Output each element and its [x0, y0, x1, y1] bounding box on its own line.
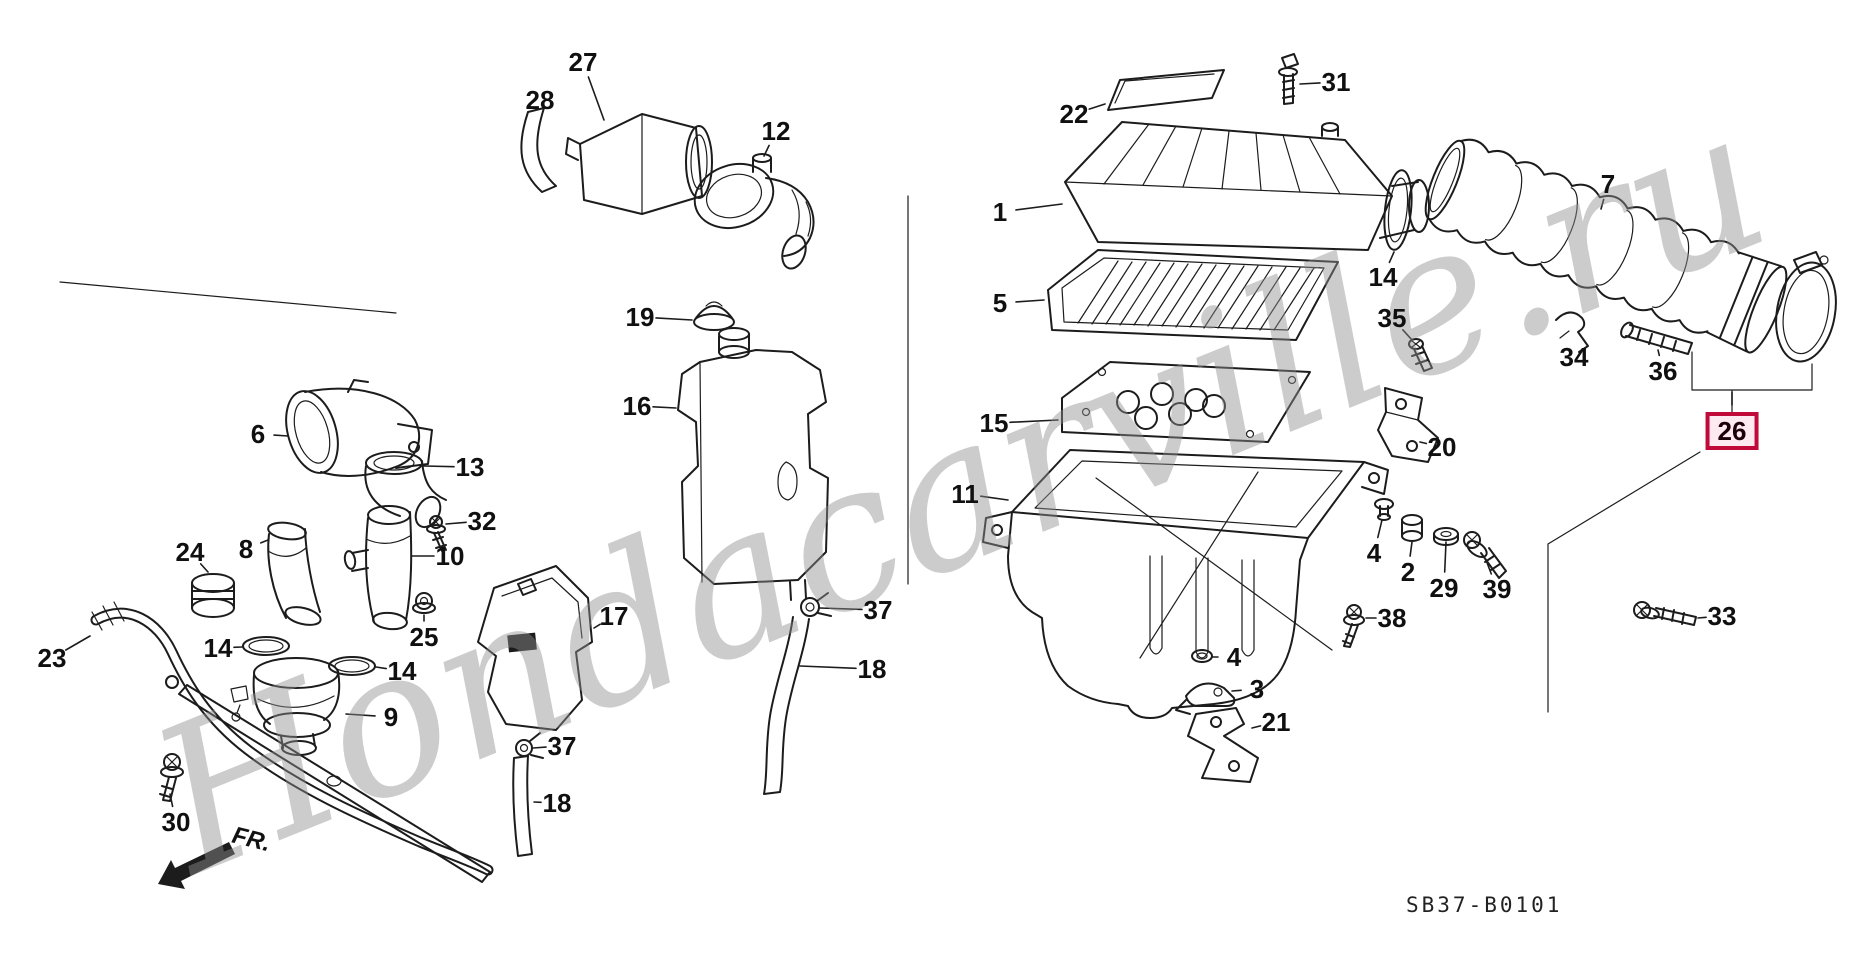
part-label-35[interactable]: 35: [1377, 303, 1407, 333]
part-3-clamp: [1175, 682, 1236, 715]
part-33-bolt: [1633, 601, 1697, 626]
part-label-33[interactable]: 33: [1707, 601, 1737, 631]
part-27-air-duct: [565, 113, 713, 215]
part-31-bolt: [1278, 53, 1299, 105]
part-label-4[interactable]: 4: [1226, 642, 1242, 672]
part-18-drain-tube: [512, 755, 533, 857]
part-label-12[interactable]: 12: [761, 116, 791, 146]
part-label-6[interactable]: 6: [250, 419, 266, 449]
part-14-oring: [328, 656, 376, 676]
part-25-grommet: [412, 592, 436, 614]
part-7-air-intake-hose: [1424, 138, 1788, 354]
part-label-39[interactable]: 39: [1482, 574, 1512, 604]
part-14-oring: [1383, 169, 1413, 251]
part-label-9[interactable]: 9: [383, 702, 399, 732]
part-29-washer: [1433, 527, 1459, 546]
part-label-30[interactable]: 30: [161, 807, 191, 837]
part-16-resonator-tank: [677, 327, 829, 601]
part-label-7[interactable]: 7: [1600, 169, 1616, 199]
part-label-20[interactable]: 20: [1427, 432, 1457, 462]
part-39-bolt: [1463, 531, 1507, 579]
part-22-seal-strip: [1107, 69, 1225, 111]
part-28-band: [520, 107, 557, 193]
part-38-bolt: [1342, 604, 1365, 648]
part-13-elbow-tube: [364, 451, 447, 529]
part-label-31[interactable]: 31: [1321, 67, 1351, 97]
part-5-filter-element: [1047, 249, 1339, 341]
part-label-28[interactable]: 28: [525, 85, 555, 115]
leader-lines: [65, 76, 1733, 808]
part-26-hose-clamp: [1775, 251, 1837, 363]
part-label-37[interactable]: 37: [863, 595, 893, 625]
part-label-1[interactable]: 1: [992, 197, 1008, 227]
part-label-18[interactable]: 18: [857, 654, 887, 684]
frame-lines: [59, 195, 1701, 713]
part-label-3[interactable]: 3: [1249, 674, 1265, 704]
part-label-22[interactable]: 22: [1059, 99, 1089, 129]
part-label-25[interactable]: 25: [409, 622, 439, 652]
part-label-14[interactable]: 14: [203, 633, 233, 663]
part-9-valve-assembly: [230, 657, 341, 756]
part-11-air-cleaner-case: [982, 449, 1389, 719]
part-label-18[interactable]: 18: [542, 788, 572, 818]
part-4-grommet: [1191, 649, 1213, 663]
part-19-cap: [693, 301, 735, 331]
part-15-gasket-plate: [1061, 361, 1311, 443]
part-32-bolt: [426, 515, 447, 552]
part-label-36[interactable]: 36: [1648, 356, 1678, 386]
part-label-8[interactable]: 8: [238, 534, 254, 564]
part-label-17[interactable]: 17: [599, 601, 629, 631]
part-label-11[interactable]: 11: [951, 479, 979, 509]
part-30-bolt: [159, 753, 184, 802]
part-label-4[interactable]: 4: [1366, 538, 1382, 568]
part-34-clip: [1555, 311, 1589, 353]
part-label-13[interactable]: 13: [455, 452, 485, 482]
part-36-screw: [1620, 321, 1693, 355]
part-label-26-highlighted[interactable]: 26: [1705, 412, 1759, 450]
part-8-tube: [267, 521, 322, 626]
part-14-oring: [242, 636, 290, 656]
part-37-hose-clamp: [800, 592, 832, 617]
part-4-mount: [1374, 498, 1394, 521]
part-label-27[interactable]: 27: [568, 47, 598, 77]
part-label-14[interactable]: 14: [387, 656, 417, 686]
diagram-code: SB37-B0101: [1406, 893, 1563, 917]
part-18-drain-hose: [763, 616, 810, 795]
part-label-2[interactable]: 2: [1400, 557, 1416, 587]
part-24-valve: [191, 573, 235, 618]
part-label-21[interactable]: 21: [1261, 707, 1291, 737]
part-label-5[interactable]: 5: [992, 288, 1008, 318]
part-label-23[interactable]: 23: [37, 643, 67, 673]
part-label-38[interactable]: 38: [1377, 603, 1407, 633]
part-20-bracket: [1377, 387, 1439, 463]
part-label-10[interactable]: 10: [435, 541, 465, 571]
part-label-19[interactable]: 19: [625, 302, 655, 332]
part-1-air-cleaner-cover: [1064, 121, 1430, 251]
part-label-34[interactable]: 34: [1559, 342, 1589, 372]
part-label-32[interactable]: 32: [467, 506, 497, 536]
part-35-bolt: [1408, 338, 1433, 372]
part-17-cover: [477, 565, 593, 731]
part-label-14[interactable]: 14: [1368, 262, 1398, 292]
part-2-bushing: [1401, 514, 1423, 542]
part-12-air-tube: [693, 153, 815, 270]
part-label-16[interactable]: 16: [622, 391, 652, 421]
part-21-bracket: [1187, 707, 1259, 783]
part-10-branch-tube: [343, 505, 413, 631]
fr-direction-arrow: [158, 842, 235, 889]
part-23-hose-assembly: [90, 601, 494, 883]
part-label-29[interactable]: 29: [1429, 573, 1459, 603]
part-label-15[interactable]: 15: [979, 408, 1009, 438]
part-label-37[interactable]: 37: [547, 731, 577, 761]
part-label-24[interactable]: 24: [175, 537, 205, 567]
